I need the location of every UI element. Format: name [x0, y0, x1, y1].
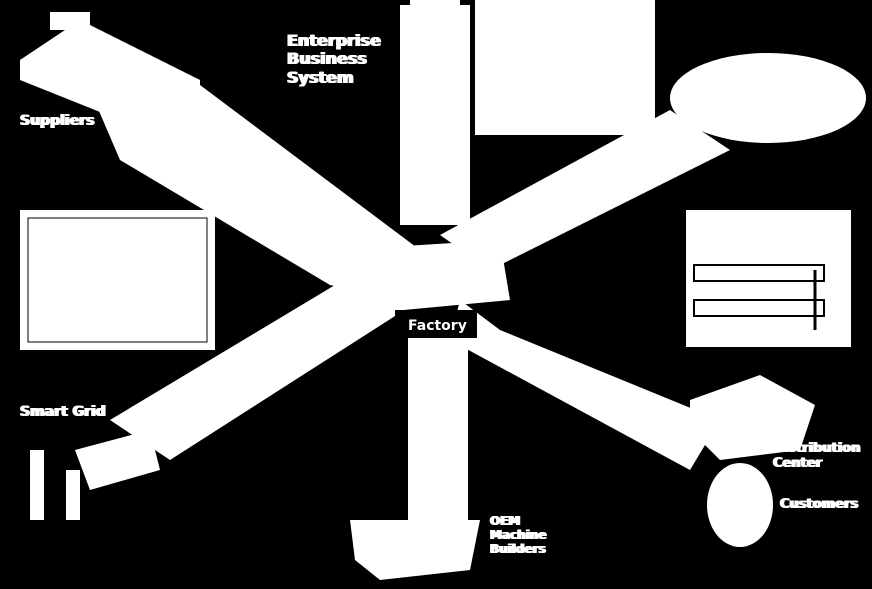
- label-enterprise: Enterprise Business System: [287, 31, 381, 87]
- distribution-building: [690, 375, 815, 460]
- label-oem: OEM Machine Builders: [490, 514, 547, 556]
- customers-shape: [707, 463, 773, 547]
- label-suppliers: Suppliers: [20, 113, 95, 129]
- factory-tower: [350, 310, 480, 580]
- left-dashboard-panel: [20, 210, 215, 350]
- label-smart-grid: Smart Grid: [20, 404, 106, 420]
- right-dashboard-panel: [686, 210, 851, 347]
- label-distribution-center: Distribution Center: [773, 441, 861, 471]
- enterprise-oval: [670, 53, 866, 143]
- smart-grid-pathway: [110, 270, 420, 460]
- label-factory: Factory: [408, 318, 467, 334]
- supplier-pathway: [90, 70, 420, 300]
- label-customers: Customers: [780, 497, 859, 512]
- pathways: [90, 70, 730, 470]
- enterprise-tower: [400, 0, 470, 225]
- smart-grid-towers: [30, 430, 160, 520]
- enterprise-pathway: [440, 110, 730, 270]
- hub: [340, 240, 510, 315]
- enterprise-panel: [475, 0, 655, 135]
- supplier-building: [20, 12, 200, 120]
- distribution-pathway: [450, 300, 720, 470]
